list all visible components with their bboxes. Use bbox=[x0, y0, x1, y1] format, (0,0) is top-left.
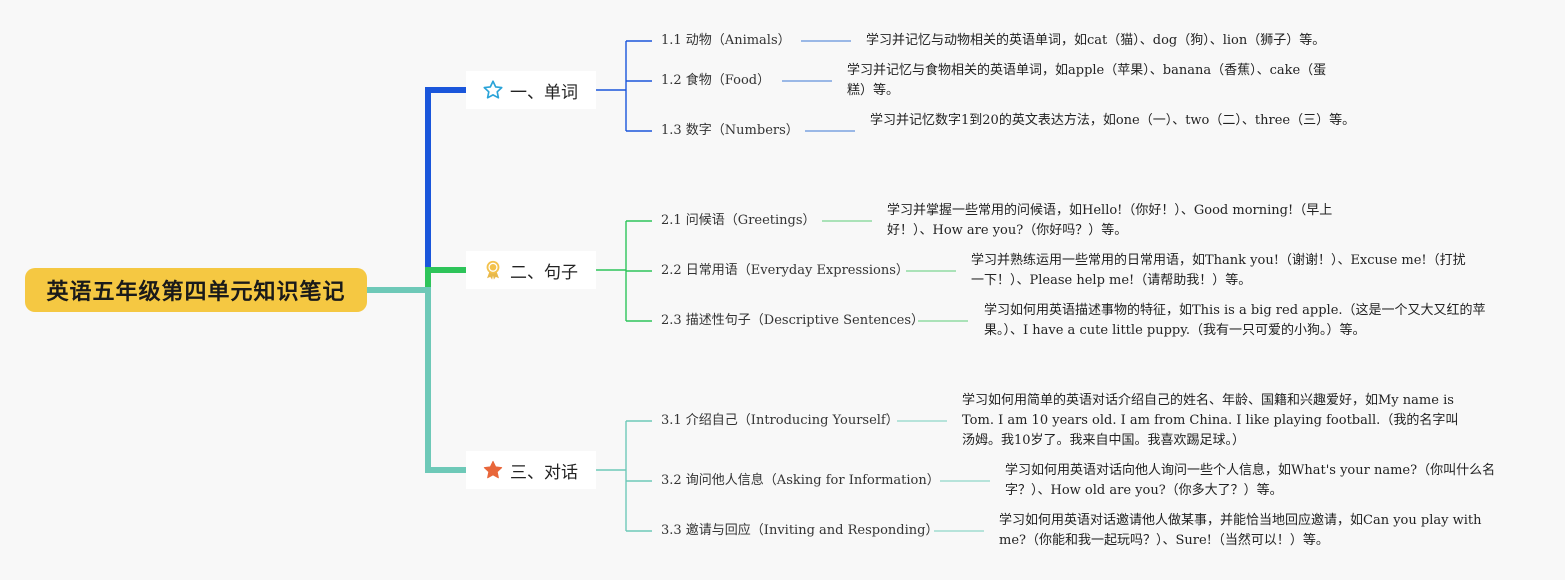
branch-node-dialogues[interactable]: 三、对话 bbox=[466, 451, 596, 489]
description-animals: 学习并记忆与动物相关的英语单词，如cat（猫）、dog（狗）、lion（狮子）等… bbox=[866, 33, 1326, 48]
subtopic-introducing-yourself[interactable]: 3.1 介绍自己（Introducing Yourself） bbox=[661, 413, 899, 428]
subtopic-asking-for-information[interactable]: 3.2 询问他人信息（Asking for Information） bbox=[661, 473, 940, 488]
root-node[interactable]: 英语五年级第四单元知识笔记 bbox=[25, 268, 367, 312]
description-numbers: 学习并记忆数字1到20的英文表达方法，如one（一）、two（二）、three（… bbox=[870, 113, 1356, 128]
branch-node-sentences[interactable]: 二、句子 bbox=[466, 251, 596, 289]
subtopic-greetings[interactable]: 2.1 问候语（Greetings） bbox=[661, 213, 816, 228]
award-ribbon-icon bbox=[482, 259, 504, 281]
subtopic-inviting-and-responding[interactable]: 3.3 邀请与回应（Inviting and Responding） bbox=[661, 523, 939, 538]
description-descriptive-sentences: 学习如何用英语描述事物的特征，如This is a big red apple.… bbox=[984, 303, 1486, 338]
description-food: 学习并记忆与食物相关的英语单词，如apple（苹果）、banana（香蕉）、ca… bbox=[847, 63, 1327, 98]
subtopic-food[interactable]: 1.2 食物（Food） bbox=[661, 73, 771, 88]
subtopic-numbers[interactable]: 1.3 数字（Numbers） bbox=[661, 123, 799, 138]
description-asking-for-information: 学习如何用英语对话向他人询问一些个人信息，如What's your name?（… bbox=[1005, 463, 1496, 498]
branch-label: 三、对话 bbox=[510, 462, 578, 483]
description-inviting-and-responding: 学习如何用英语对话邀请他人做某事，并能恰当地回应邀请，如Can you play… bbox=[999, 513, 1482, 548]
description-everyday-expressions: 学习并熟练运用一些常用的日常用语，如Thank you!（谢谢！）、Excuse… bbox=[971, 253, 1466, 288]
connector-root-branch-3 bbox=[367, 287, 466, 473]
subtopic-descriptive-sentences[interactable]: 2.3 描述性句子（Descriptive Sentences） bbox=[661, 313, 925, 328]
branch-label: 二、句子 bbox=[510, 262, 578, 283]
description-introducing-yourself: 学习如何用简单的英语对话介绍自己的姓名、年龄、国籍和兴趣爱好，如My name … bbox=[962, 393, 1459, 448]
subtopic-animals[interactable]: 1.1 动物（Animals） bbox=[661, 33, 791, 48]
description-greetings: 学习并掌握一些常用的问候语，如Hello!（你好！）、Good morning!… bbox=[887, 203, 1333, 238]
branch-node-words[interactable]: 一、单词 bbox=[466, 71, 596, 109]
connector-root-branch-1 bbox=[367, 87, 466, 293]
branch-label: 一、单词 bbox=[510, 82, 578, 103]
root-title: 英语五年级第四单元知识笔记 bbox=[46, 280, 346, 305]
star-outline-icon bbox=[482, 79, 504, 101]
star-filled-icon bbox=[482, 459, 504, 481]
subtopic-everyday-expressions[interactable]: 2.2 日常用语（Everyday Expressions） bbox=[661, 263, 909, 278]
